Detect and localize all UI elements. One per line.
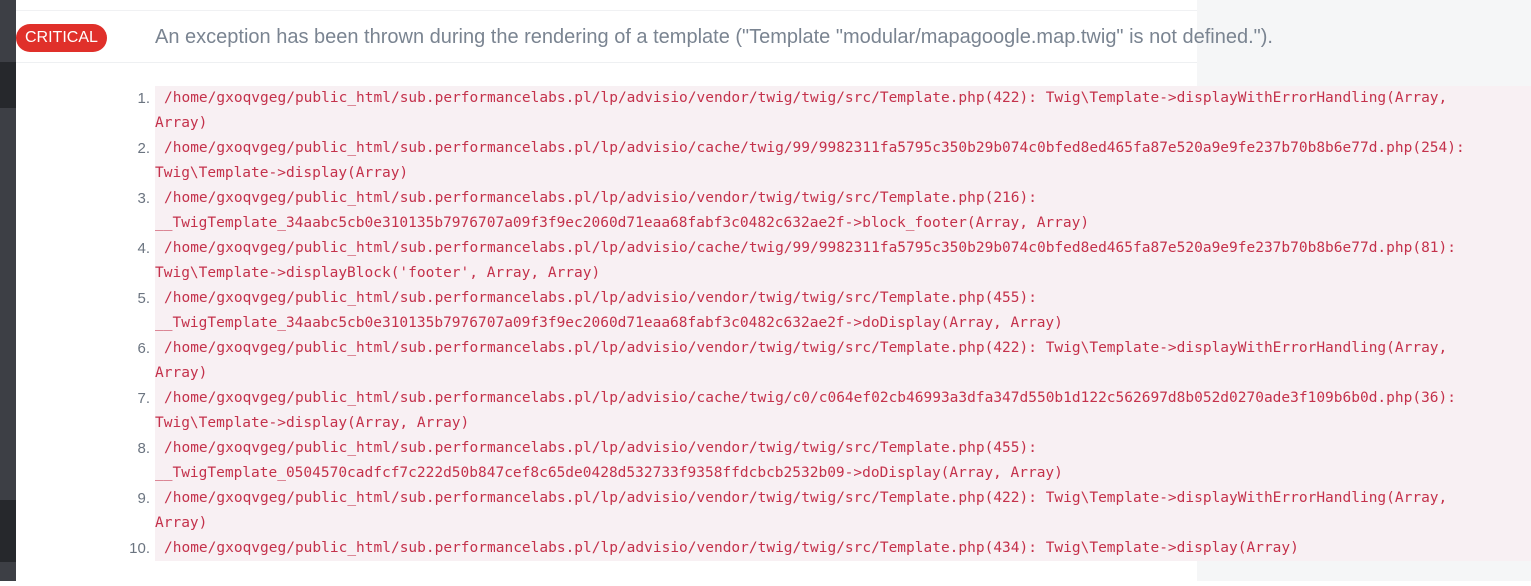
trace-line: /home/gxoqvgeg/public_html/sub.performan… — [164, 440, 1037, 456]
trace-number: 3. — [137, 190, 150, 207]
trace-code: /home/gxoqvgeg/public_html/sub.performan… — [155, 386, 1531, 436]
sidebar-band — [0, 500, 16, 562]
trace-number: 6. — [137, 340, 150, 357]
divider — [16, 10, 1197, 11]
trace-code: /home/gxoqvgeg/public_html/sub.performan… — [155, 336, 1531, 386]
trace-number: 1. — [137, 90, 150, 107]
trace-line: /home/gxoqvgeg/public_html/sub.performan… — [164, 240, 1457, 256]
trace-line: __TwigTemplate_34aabc5cb0e310135b7976707… — [155, 215, 1090, 231]
trace-line: /home/gxoqvgeg/public_html/sub.performan… — [164, 90, 1448, 106]
trace-code: /home/gxoqvgeg/public_html/sub.performan… — [155, 536, 1531, 561]
trace-line: /home/gxoqvgeg/public_html/sub.performan… — [164, 340, 1448, 356]
trace-code: /home/gxoqvgeg/public_html/sub.performan… — [155, 186, 1531, 236]
sidebar-strip — [0, 0, 16, 581]
trace-number: 4. — [137, 240, 150, 257]
trace-line: Array) — [155, 515, 208, 531]
trace-number: 2. — [137, 140, 150, 157]
log-entry: CRITICAL An exception has been thrown du… — [16, 0, 1531, 581]
trace-line: /home/gxoqvgeg/public_html/sub.performan… — [164, 190, 1037, 206]
trace-code: /home/gxoqvgeg/public_html/sub.performan… — [155, 286, 1531, 336]
trace-number: 10. — [129, 540, 150, 557]
trace-code: /home/gxoqvgeg/public_html/sub.performan… — [155, 86, 1531, 136]
trace-line: Twig\Template->display(Array, Array) — [155, 415, 470, 431]
trace-line: Twig\Template->displayBlock('footer', Ar… — [155, 265, 601, 281]
trace-number: 7. — [137, 390, 150, 407]
trace-line: __TwigTemplate_34aabc5cb0e310135b7976707… — [155, 315, 1063, 331]
divider — [16, 62, 1197, 63]
trace-line: /home/gxoqvgeg/public_html/sub.performan… — [164, 490, 1448, 506]
trace-line: Array) — [155, 115, 208, 131]
trace-line: Array) — [155, 365, 208, 381]
sidebar-band — [0, 62, 16, 108]
trace-code: /home/gxoqvgeg/public_html/sub.performan… — [155, 486, 1531, 536]
trace-code: /home/gxoqvgeg/public_html/sub.performan… — [155, 136, 1531, 186]
trace-number: 5. — [137, 290, 150, 307]
trace-line: /home/gxoqvgeg/public_html/sub.performan… — [164, 390, 1457, 406]
trace-line: Twig\Template->display(Array) — [155, 165, 409, 181]
log-message: An exception has been thrown during the … — [155, 26, 1273, 48]
trace-number: 9. — [137, 490, 150, 507]
trace-line: /home/gxoqvgeg/public_html/sub.performan… — [164, 290, 1037, 306]
trace-line: /home/gxoqvgeg/public_html/sub.performan… — [164, 540, 1299, 556]
level-badge: CRITICAL — [16, 24, 107, 52]
trace-line: __TwigTemplate_0504570cadfcf7c222d50b847… — [155, 465, 1063, 481]
trace-code: /home/gxoqvgeg/public_html/sub.performan… — [155, 436, 1531, 486]
trace-line: /home/gxoqvgeg/public_html/sub.performan… — [164, 140, 1465, 156]
trace-code: /home/gxoqvgeg/public_html/sub.performan… — [155, 236, 1531, 286]
trace-number: 8. — [137, 440, 150, 457]
